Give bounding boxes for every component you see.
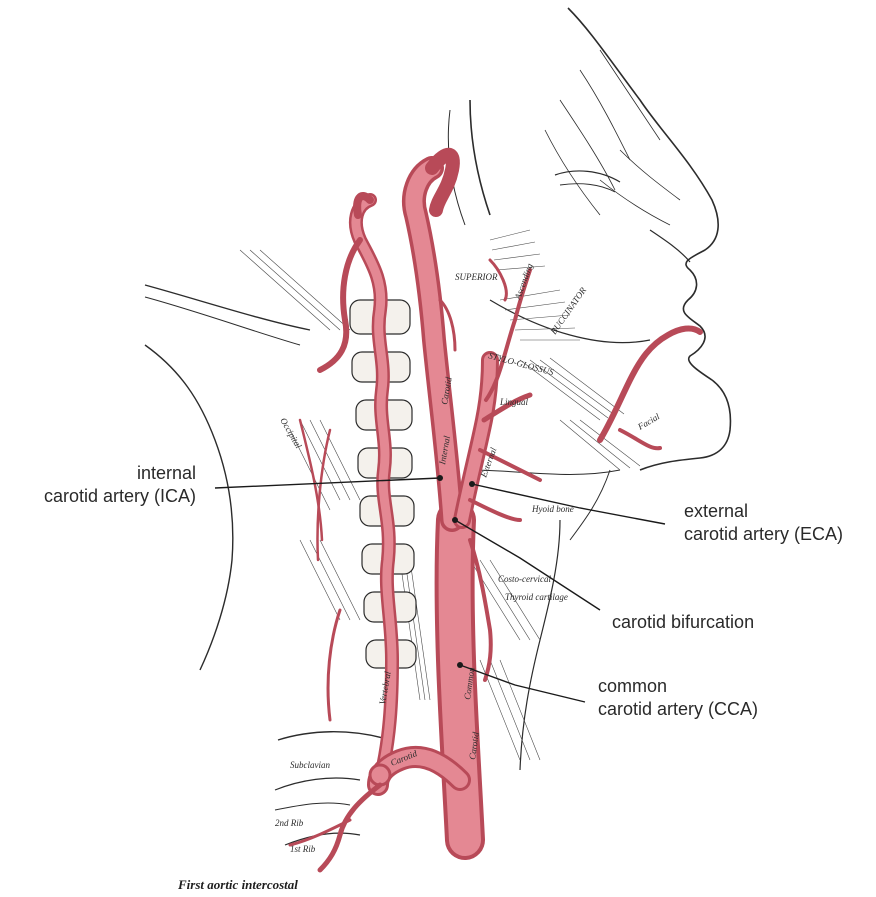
ica-label: internal carotid artery (ICA) xyxy=(14,462,196,508)
engraving-label: SUPERIOR xyxy=(455,272,498,282)
eca-label-line2: carotid artery (ECA) xyxy=(684,523,843,546)
cca-label-line2: carotid artery (CCA) xyxy=(598,698,758,721)
ica-label-line1: internal xyxy=(14,462,196,485)
engraving-label: 1st Rib xyxy=(290,844,316,854)
bifurcation-marker-dot xyxy=(452,517,458,523)
eca-label-line1: external xyxy=(684,500,843,523)
cca-leader-line xyxy=(460,665,585,702)
ica-label-line2: carotid artery (ICA) xyxy=(14,485,196,508)
eca-label: external carotid artery (ECA) xyxy=(684,500,843,546)
costocervical-branch xyxy=(320,785,380,870)
cca-marker-dot xyxy=(457,662,463,668)
cca-label: common carotid artery (CCA) xyxy=(598,675,758,721)
engraving-label: Subclavian xyxy=(290,760,330,770)
ica-leader-line xyxy=(215,478,440,488)
engraving-label: Ascending xyxy=(512,262,535,302)
figure-caption: First aortic intercostal xyxy=(178,877,298,893)
eca-marker-dot xyxy=(469,481,475,487)
bifurcation-label-line1: carotid bifurcation xyxy=(612,611,754,634)
ica-marker-dot xyxy=(437,475,443,481)
engraving-label: Facial xyxy=(635,411,662,432)
engraving-label: Thyroid cartilage xyxy=(505,592,568,602)
bifurcation-label: carotid bifurcation xyxy=(612,611,754,634)
cca-label-line1: common xyxy=(598,675,758,698)
engraving-label: Costo-cervical xyxy=(498,574,551,584)
engraving-label: 2nd Rib xyxy=(275,818,304,828)
arteries xyxy=(290,155,700,870)
engraving-label: Lingual xyxy=(499,397,529,407)
